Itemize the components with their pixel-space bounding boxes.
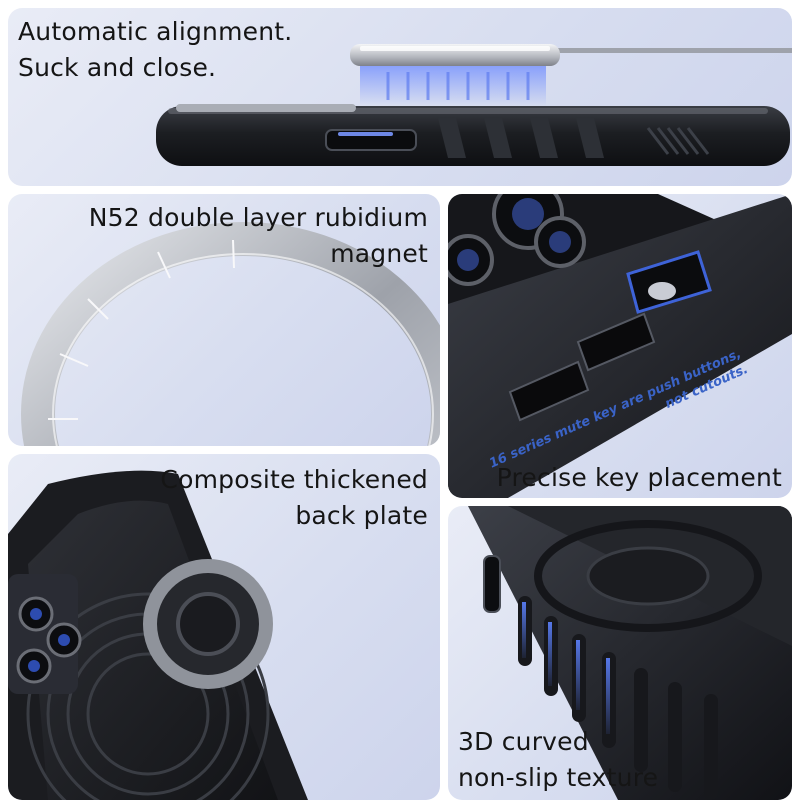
back-plate-caption-line2: back plate: [295, 501, 428, 530]
case-interior-illustration: [8, 470, 308, 800]
back-plate-caption: Composite thickened back plate: [160, 462, 428, 534]
magnet-caption-line2: magnet: [330, 239, 428, 268]
texture-caption: 3D curved non-slip texture: [458, 724, 658, 796]
panel-automatic-alignment: Automatic alignment. Suck and close.: [8, 8, 792, 186]
texture-caption-line1: 3D curved: [458, 727, 589, 756]
panel-key-placement: 16 series mute key are push buttons, not…: [448, 194, 792, 498]
panel-back-plate: Composite thickened back plate: [8, 454, 440, 800]
alignment-caption-line2: Suck and close.: [18, 53, 217, 82]
panel-texture: 3D curved non-slip texture: [448, 506, 792, 800]
texture-caption-line2: non-slip texture: [458, 763, 659, 792]
magnet-caption: N52 double layer rubidium magnet: [89, 200, 428, 272]
alignment-caption-line1: Automatic alignment.: [18, 17, 293, 46]
magnet-ring-illustration: [21, 222, 440, 446]
magsafe-charger-alignment-illustration: [156, 44, 792, 166]
case-texture-closeup: [468, 506, 792, 800]
case-button-closeup: [448, 194, 792, 498]
back-plate-caption-line1: Composite thickened: [160, 465, 428, 494]
key-placement-caption: Precise key placement: [496, 463, 782, 492]
alignment-caption: Automatic alignment. Suck and close.: [18, 14, 292, 86]
panel-magnet: N52 double layer rubidium magnet: [8, 194, 440, 446]
magnet-caption-line1: N52 double layer rubidium: [88, 203, 428, 232]
